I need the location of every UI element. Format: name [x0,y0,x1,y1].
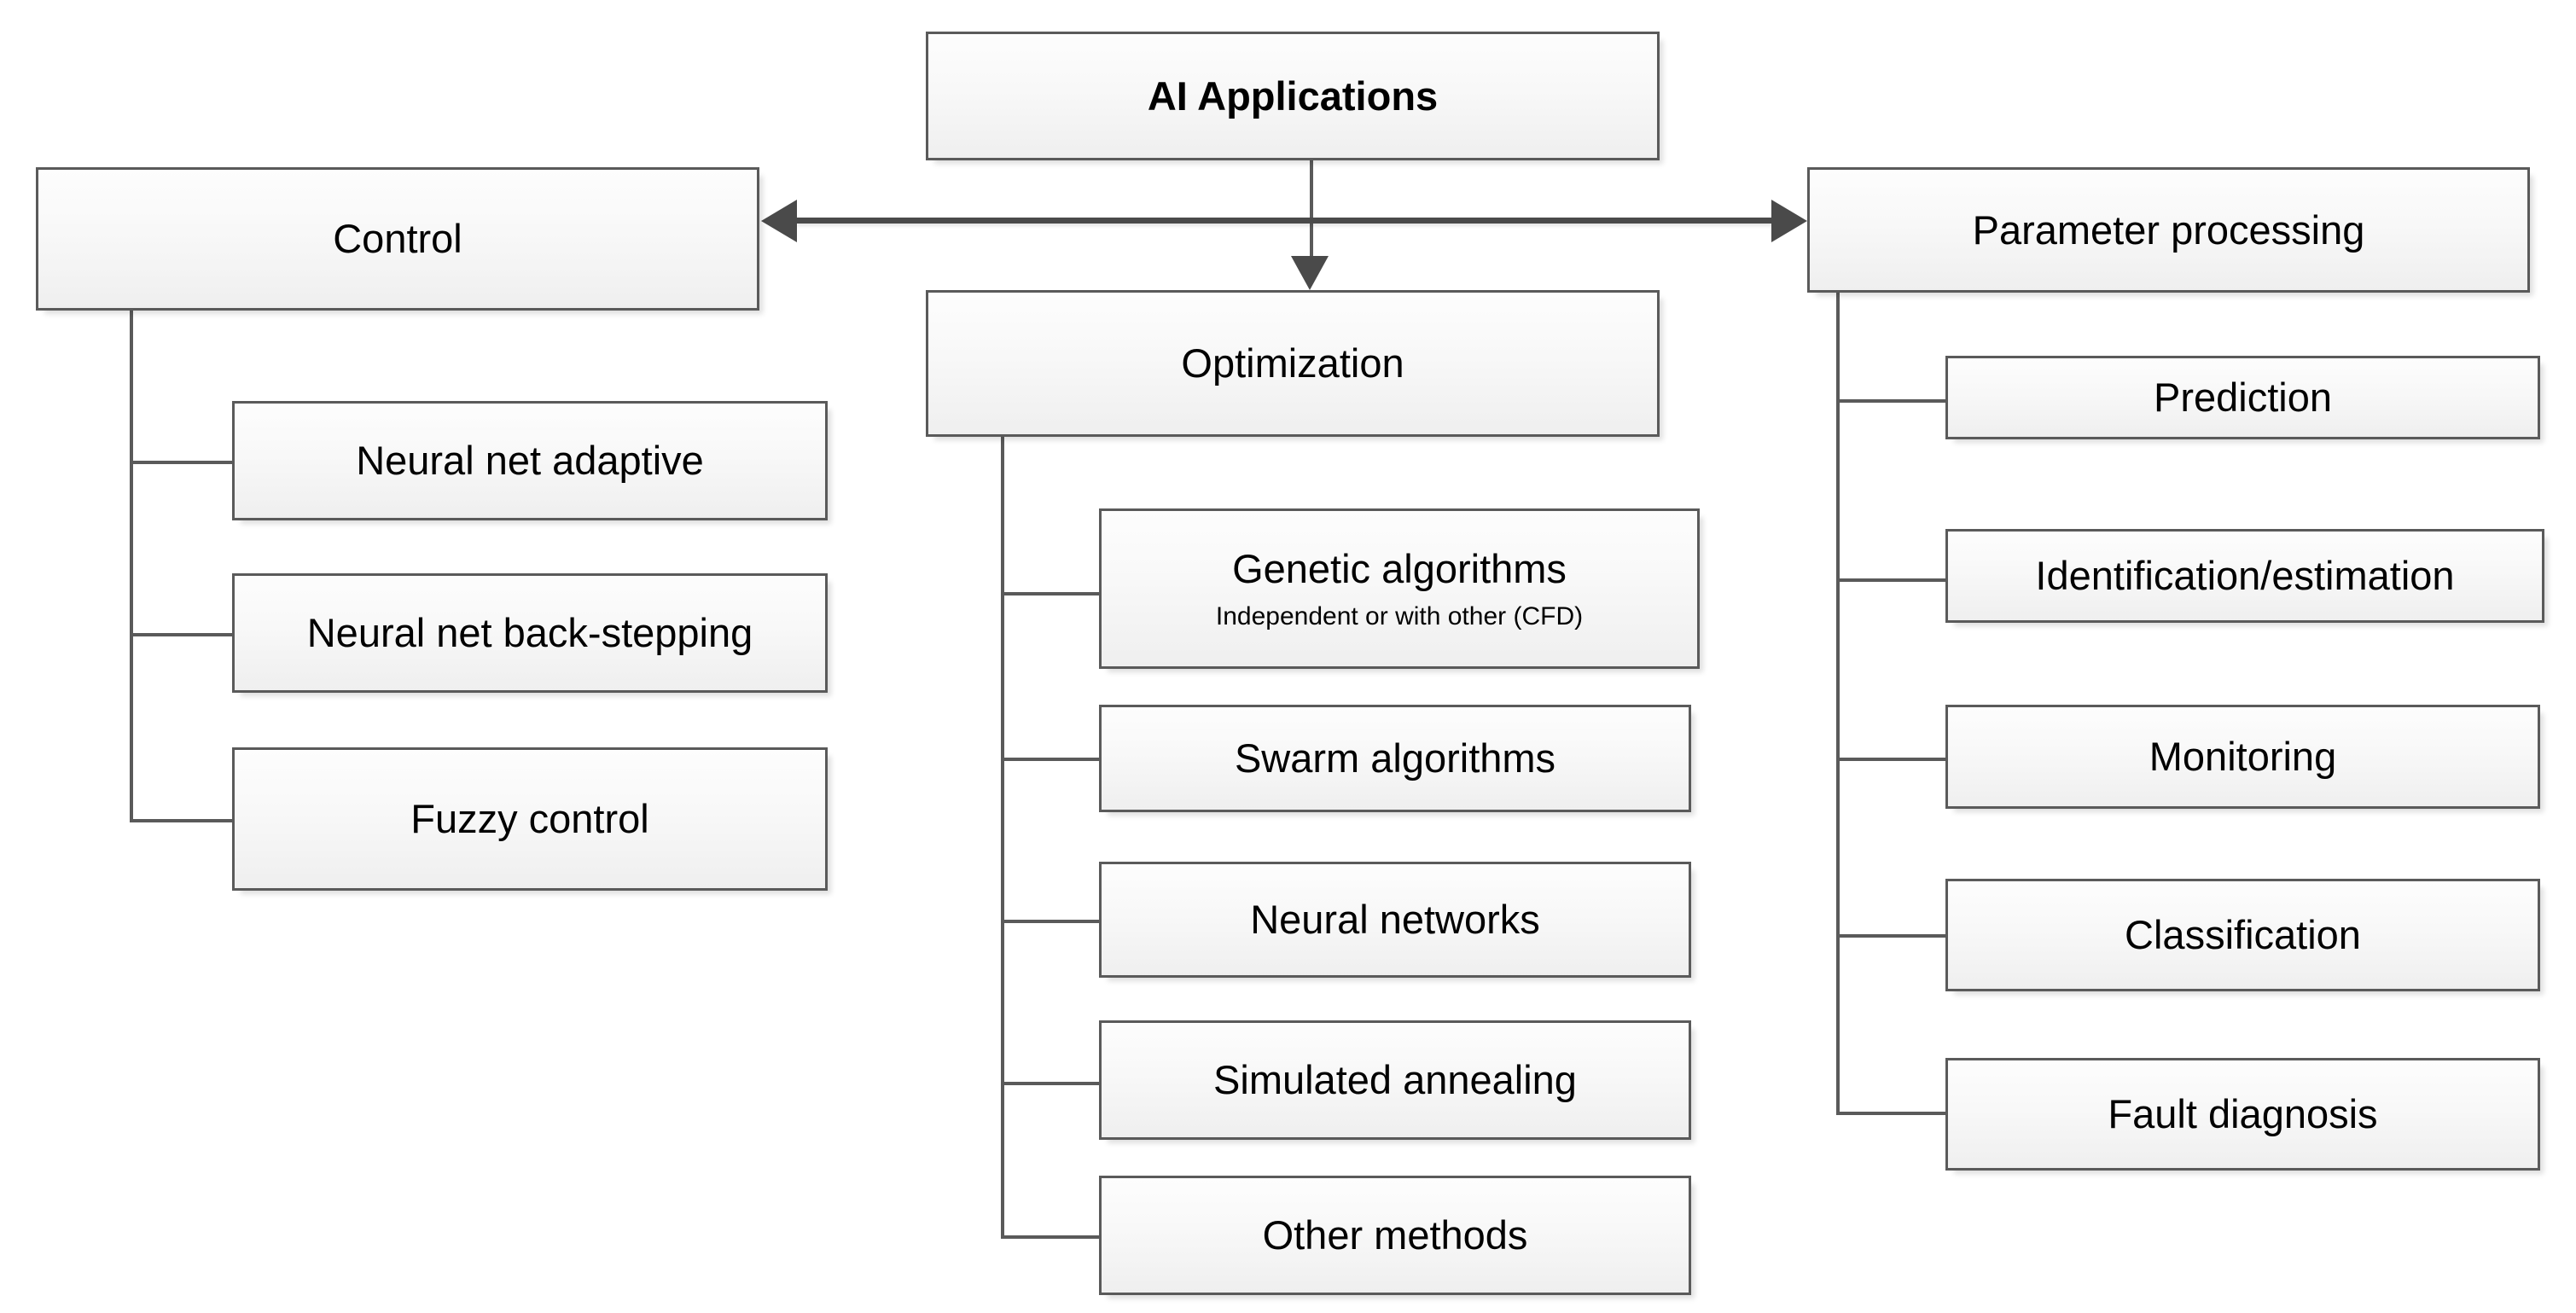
node-label: Swarm algorithms [1234,735,1556,781]
node-label: Monitoring [2149,734,2337,780]
connector-parameter-stub-1 [1836,399,1947,403]
node-label: Parameter processing [1972,206,2365,253]
connector-parameter-stub-5 [1836,1112,1947,1115]
connector-control-spine [130,246,133,821]
node-fuzzy-control[interactable]: Fuzzy control [232,747,828,891]
node-swarm-algorithms[interactable]: Swarm algorithms [1099,705,1691,812]
connector-control-parameter-arrow [795,218,1776,224]
node-control[interactable]: Control [36,167,759,311]
node-neural-networks[interactable]: Neural networks [1099,862,1691,978]
node-label: AI Applications [1147,73,1439,119]
arrowhead-right-parameter [1771,200,1807,242]
connector-control-stub-3 [130,819,234,822]
node-prediction[interactable]: Prediction [1945,356,2540,439]
connector-optimization-spine [1001,437,1004,1237]
node-optimization[interactable]: Optimization [926,290,1660,437]
node-neural-net-adaptive[interactable]: Neural net adaptive [232,401,828,520]
node-label: Neural networks [1250,897,1540,943]
node-label: Other methods [1262,1212,1528,1258]
node-label: Genetic algorithms [1232,545,1567,591]
node-label: Fault diagnosis [2108,1091,2378,1137]
node-label: Identification/estimation [2035,553,2455,599]
arrowhead-left-control [761,200,797,242]
node-ai-applications[interactable]: AI Applications [926,32,1660,160]
node-classification[interactable]: Classification [1945,879,2540,991]
node-neural-net-back-stepping[interactable]: Neural net back-stepping [232,573,828,693]
node-genetic-algorithms[interactable]: Genetic algorithms Independent or with o… [1099,508,1700,669]
node-other-methods[interactable]: Other methods [1099,1176,1691,1295]
node-label: Neural net adaptive [356,438,704,484]
node-parameter-processing[interactable]: Parameter processing [1807,167,2530,293]
connector-root-to-optimization [1310,160,1313,258]
node-label: Classification [2125,912,2361,958]
node-label: Prediction [2154,375,2332,421]
connector-control-stub-1 [130,461,234,464]
connector-optimization-stub-5 [1001,1235,1101,1239]
connector-parameter-stub-3 [1836,758,1947,761]
node-fault-diagnosis[interactable]: Fault diagnosis [1945,1058,2540,1171]
node-label: Optimization [1181,340,1404,386]
node-identification-estimation[interactable]: Identification/estimation [1945,529,2544,623]
connector-optimization-stub-4 [1001,1082,1101,1085]
node-monitoring[interactable]: Monitoring [1945,705,2540,809]
node-simulated-annealing[interactable]: Simulated annealing [1099,1020,1691,1140]
node-label: Neural net back-stepping [306,610,753,656]
connector-control-stub-2 [130,633,234,636]
connector-optimization-stub-3 [1001,920,1101,923]
connector-parameter-stub-2 [1836,578,1947,582]
connector-parameter-stub-4 [1836,934,1947,938]
connector-parameter-spine [1836,209,1840,1113]
node-label: Control [333,216,462,262]
connector-optimization-stub-1 [1001,592,1101,595]
connector-optimization-stub-2 [1001,758,1101,761]
node-label: Fuzzy control [410,796,649,842]
arrowhead-down-optimization [1291,256,1329,290]
node-label: Simulated annealing [1213,1057,1577,1103]
node-sublabel: Independent or with other (CFD) [1215,602,1584,631]
